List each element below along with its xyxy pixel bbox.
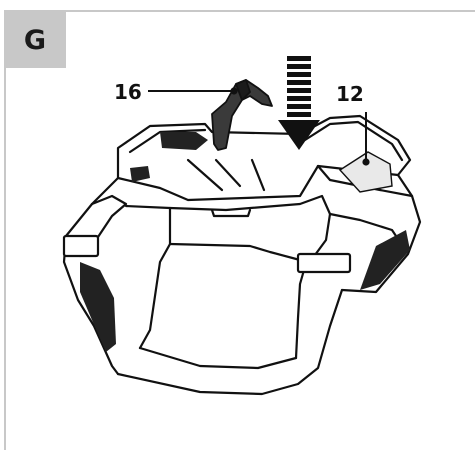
- box-rim: [116, 114, 412, 202]
- down-arrow-icon: [278, 56, 320, 150]
- callout-12: 12: [336, 82, 364, 106]
- frame-rule-left: [4, 68, 6, 450]
- top-grille: [160, 132, 208, 150]
- box-front: [124, 194, 332, 360]
- grille-shading: [80, 132, 410, 352]
- box-right-wall: [340, 173, 422, 294]
- box-left-wall: [62, 176, 120, 376]
- box-bottom: [116, 288, 344, 396]
- right-grille: [360, 230, 410, 290]
- side-clip: [296, 252, 352, 274]
- leader-lines: [148, 87, 370, 166]
- handle-icon: [211, 79, 273, 151]
- left-clip: [62, 234, 100, 258]
- lid-right-panel: [338, 151, 393, 193]
- callout-16: 16: [114, 80, 142, 104]
- leader-12-dot: [362, 158, 370, 166]
- leader-16-dot: [230, 87, 238, 95]
- rim-inner-right: [303, 120, 404, 162]
- frame-rule-top: [66, 10, 475, 12]
- panel-badge: G: [4, 10, 66, 68]
- panel-letter: G: [23, 24, 47, 56]
- left-grille: [80, 262, 116, 352]
